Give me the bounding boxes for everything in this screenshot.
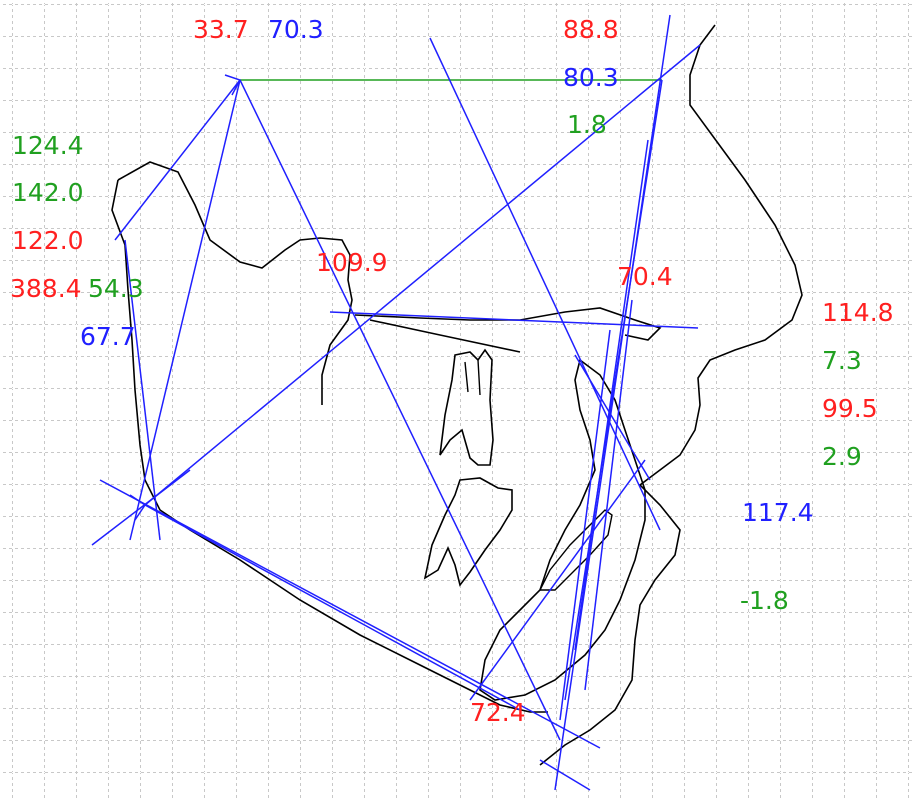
label-top-right-green: 1.8	[567, 110, 607, 139]
label-right-red-2: 99.5	[822, 394, 878, 423]
line-palatal-plane	[329, 311, 699, 329]
label-right-blue-1: 117.4	[742, 498, 814, 527]
line-occlusal	[469, 459, 646, 701]
label-left-red-1: 122.0	[12, 226, 84, 255]
label-right-green-3: -1.8	[740, 586, 789, 615]
label-center-red: 109.9	[316, 248, 388, 277]
label-top-right-blue: 80.3	[563, 63, 619, 92]
label-left-green-2: 142.0	[12, 178, 84, 207]
line-nasion-vertical-3	[574, 139, 649, 651]
soft-tissue-profile	[539, 24, 803, 766]
line-s-ba	[114, 79, 241, 241]
upper-tooth-root-line	[464, 359, 481, 396]
label-right-green-2: 2.9	[822, 442, 862, 471]
label-left-blue-1: 67.7	[80, 322, 136, 351]
line-ar-go	[124, 239, 161, 541]
upper-tooth-outline	[439, 348, 494, 466]
palate-outline	[354, 307, 662, 353]
line-mandibular-plane	[144, 504, 521, 711]
line-incisor-axis-2	[584, 299, 633, 691]
incisor-inner-outline	[538, 509, 613, 591]
label-top-right-red: 88.8	[563, 15, 619, 44]
angle-marker-sella	[224, 74, 242, 96]
angle-marker-gonion	[129, 494, 147, 521]
line-nasion-vertical-2	[564, 79, 663, 701]
line-go-cross	[91, 469, 191, 546]
label-sn-fh: 70.3	[268, 15, 324, 44]
label-sn-angle: 33.7	[193, 15, 249, 44]
line-b-pog	[574, 354, 651, 481]
label-right-red-1: 114.8	[822, 298, 894, 327]
label-right-center-red: 70.4	[617, 262, 673, 291]
line-s-gn	[239, 79, 561, 741]
label-bottom-red: 72.4	[470, 698, 526, 727]
lower-tooth-outline	[423, 477, 513, 587]
line-diag-a	[429, 37, 661, 531]
line-n-go	[144, 44, 701, 506]
label-right-green-1: 7.3	[822, 346, 862, 375]
line-go-me	[99, 479, 601, 749]
cranial-base-outline	[117, 161, 353, 405]
blue-analysis-lines	[91, 14, 701, 791]
label-left-green-1: 124.4	[12, 131, 84, 160]
label-left-red-2: 388.4	[10, 274, 82, 303]
line-s-ar	[129, 79, 241, 541]
line-incisor-axis	[559, 329, 611, 721]
line-chin-cross	[539, 759, 591, 791]
label-left-green-3: 54.3	[88, 274, 144, 303]
line-nasion-vertical-1	[554, 14, 671, 791]
